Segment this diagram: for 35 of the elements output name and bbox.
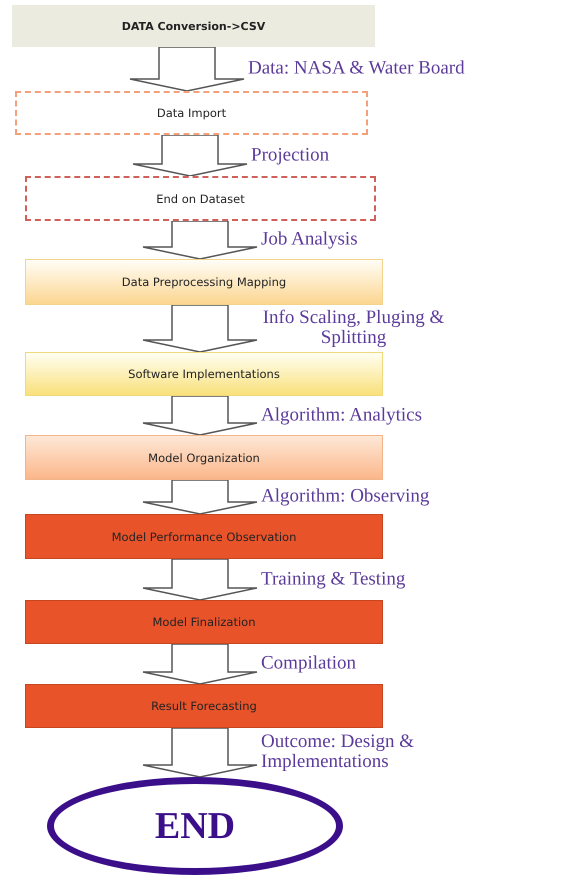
process-box <box>25 176 376 221</box>
process-box <box>25 684 383 728</box>
process-box <box>25 352 383 396</box>
edge-label: Training & Testing <box>261 569 406 590</box>
edge-label: Algorithm: Observing <box>261 486 430 508</box>
step-label: Data Preprocessing Mapping <box>122 275 286 289</box>
step-label: Result Forecasting <box>151 699 257 713</box>
block-arrow <box>142 558 258 601</box>
process-box <box>25 259 383 305</box>
block-arrow <box>132 134 248 177</box>
edge-label: Compilation <box>261 654 356 674</box>
process-box <box>25 600 383 644</box>
edge-label: Algorithm: Analytics <box>261 405 422 426</box>
block-arrow <box>142 479 258 515</box>
step-label: DATA Conversion->CSV <box>122 20 266 32</box>
block-arrow <box>142 395 258 436</box>
step-label: Software Implementations <box>128 367 280 381</box>
block-arrow <box>129 46 245 92</box>
step-label: Model Finalization <box>152 615 256 629</box>
block-arrow <box>142 220 258 260</box>
process-box <box>25 514 383 559</box>
process-box <box>15 91 368 135</box>
block-arrow <box>142 304 258 353</box>
edge-label: Info Scaling, Pluging & Splitting <box>261 308 446 350</box>
process-box <box>12 5 375 47</box>
edge-label: Projection <box>251 145 330 166</box>
end-label: END <box>154 804 236 848</box>
step-label: Model Performance Observation <box>112 530 296 544</box>
block-arrow <box>142 727 258 778</box>
block-arrow <box>142 643 258 685</box>
step-label: Model Organization <box>148 450 260 464</box>
edge-label: Job Analysis <box>261 230 358 250</box>
process-box <box>25 435 383 480</box>
step-label: Data Import <box>156 106 226 120</box>
step-label: End on Dataset <box>156 192 245 206</box>
